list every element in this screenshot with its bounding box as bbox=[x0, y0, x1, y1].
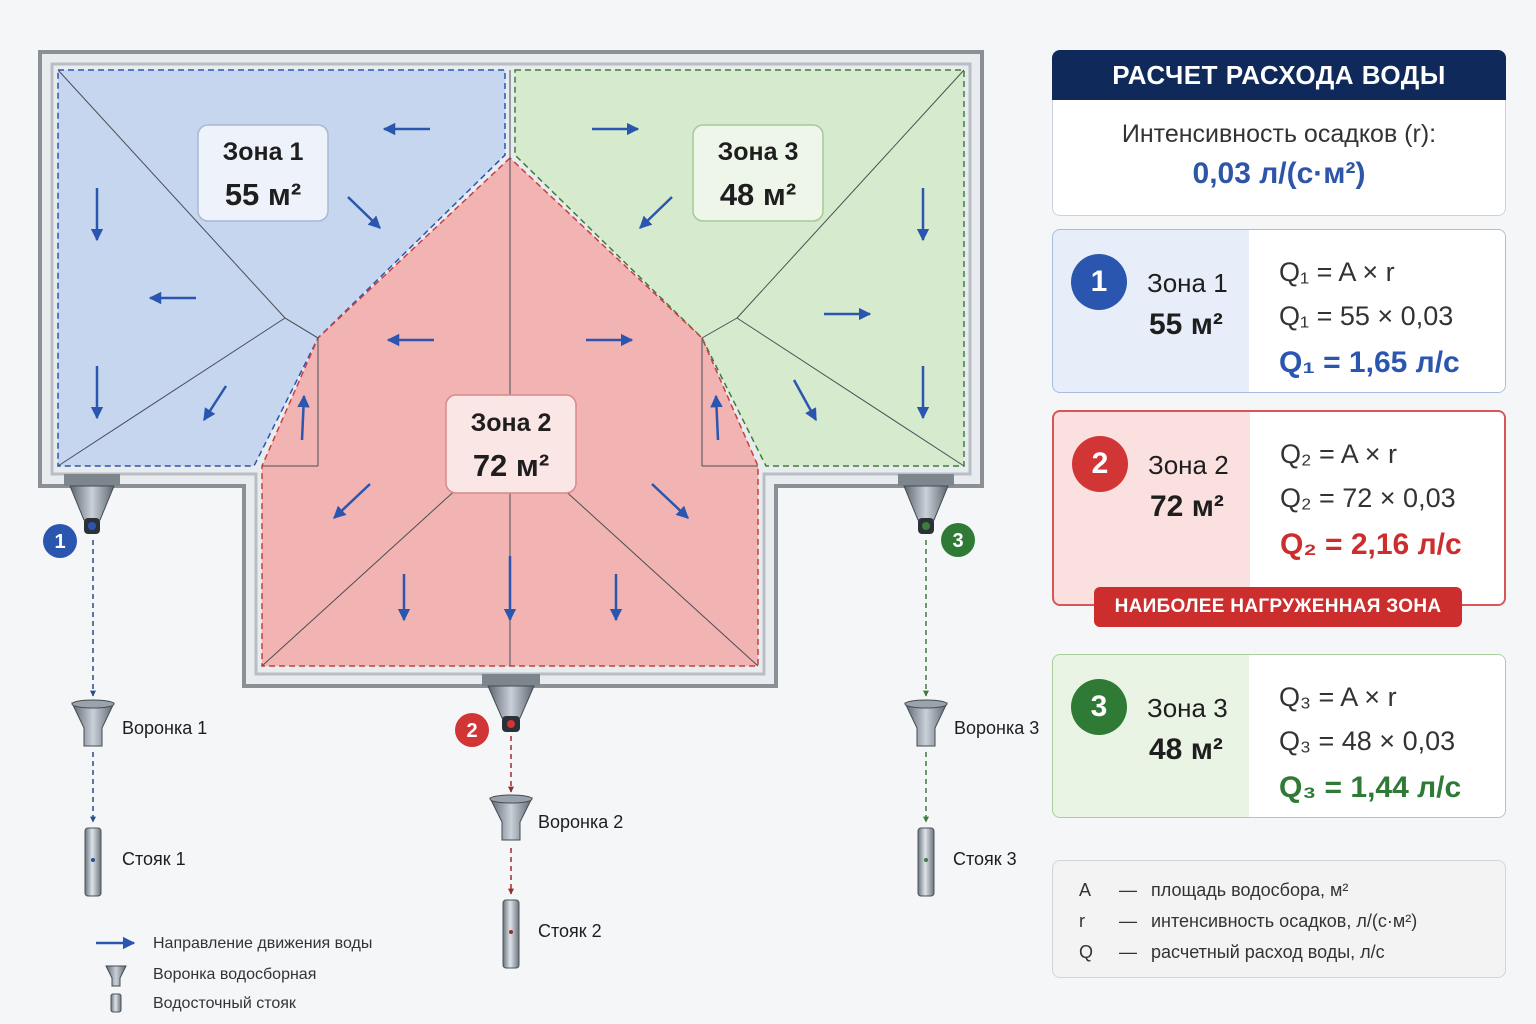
zone-1-formula: Q₁ = A × r bbox=[1279, 257, 1395, 287]
riser-2 bbox=[502, 899, 520, 969]
legend-riser-icon bbox=[110, 993, 122, 1013]
legend-dash: — bbox=[1119, 911, 1137, 931]
intensity-box: Интенсивность осадков (r): 0,03 л/(с·м²) bbox=[1052, 100, 1506, 216]
legend-symbol: A bbox=[1079, 880, 1092, 900]
flow-arrows-zone-1 bbox=[90, 122, 430, 422]
zone-3-card-label: Зона 3 bbox=[1147, 693, 1228, 723]
outlet-1 bbox=[64, 474, 120, 534]
zone-3-card-area: 48 м² bbox=[1149, 733, 1223, 766]
zone-2-substitution: Q₂ = 72 × 0,03 bbox=[1280, 483, 1456, 513]
legend-text: площадь водосбора, м² bbox=[1151, 880, 1349, 900]
legend-symbol: Q bbox=[1079, 942, 1094, 962]
legend-arrow-label: Направление движения воды bbox=[153, 935, 372, 952]
zone-1-card-label: Зона 1 bbox=[1147, 268, 1228, 298]
zone-1-card-area: 55 м² bbox=[1149, 308, 1223, 341]
riser-2-label: Стояк 2 bbox=[538, 921, 602, 941]
flow-arrows-zone-3 bbox=[592, 122, 930, 422]
intensity-value: 0,03 л/(с·м²) bbox=[1192, 157, 1366, 190]
zone-1-label-box: Зона 1 55 м² bbox=[197, 124, 329, 222]
svg-text:3: 3 bbox=[952, 530, 963, 552]
zone-1-result: Q₁ = 1,65 л/с bbox=[1279, 346, 1460, 379]
zone-2-label: Зона 2 bbox=[471, 409, 552, 437]
zone-1-area: 55 м² bbox=[225, 177, 301, 212]
legend-dash: — bbox=[1119, 942, 1137, 962]
zone-2-number-badge: 2 bbox=[1072, 436, 1128, 492]
zone-3-number-badge: 3 bbox=[1071, 679, 1127, 735]
legend-text: расчетный расход воды, л/с bbox=[1151, 942, 1385, 962]
zone-1-card: 1 Зона 1 55 м² Q₁ = A × r Q₁ = 55 × 0,03… bbox=[1052, 229, 1506, 393]
funnel-2 bbox=[489, 794, 533, 841]
zone-3-substitution: Q₃ = 48 × 0,03 bbox=[1279, 726, 1456, 756]
riser-3-label: Стояк 3 bbox=[953, 849, 1017, 869]
funnel-2-label: Воронка 2 bbox=[538, 812, 623, 832]
variables-legend: A — площадь водосбора, м² r — интенсивно… bbox=[1052, 860, 1506, 978]
zone-3-label: Зона 3 bbox=[718, 138, 799, 166]
legend-funnel-icon bbox=[105, 965, 127, 987]
zone-3-area bbox=[514, 69, 965, 467]
drain-lines bbox=[90, 540, 929, 895]
legend-row-flow: Q — расчетный расход воды, л/с bbox=[1079, 937, 1505, 968]
zone-3-result: Q₃ = 1,44 л/с bbox=[1279, 771, 1462, 804]
panel-title: РАСЧЕТ РАСХОДА ВОДЫ bbox=[1052, 50, 1506, 100]
legend-row-area: A — площадь водосбора, м² bbox=[1079, 875, 1505, 906]
zone-1-substitution: Q₁ = 55 × 0,03 bbox=[1279, 301, 1454, 331]
zone-2-card-area: 72 м² bbox=[1150, 490, 1224, 523]
zone-1-number-badge: 1 bbox=[1071, 254, 1127, 310]
roof-drainage-diagram: Зона 1 55 м² Зона 3 48 м² Зона 2 72 м² 1… bbox=[38, 50, 1039, 1013]
intensity-label: Интенсивность осадков (r): bbox=[1121, 120, 1437, 148]
riser-1 bbox=[84, 827, 102, 897]
zone-3-card: 3 Зона 3 48 м² Q₃ = A × r Q₃ = 48 × 0,03… bbox=[1052, 654, 1506, 818]
flow-arrows-zone-2 bbox=[297, 333, 723, 622]
zone-3-formula: Q₃ = A × r bbox=[1279, 682, 1397, 712]
funnel-1-label: Воронка 1 bbox=[122, 718, 207, 738]
zone-2-card-label: Зона 2 bbox=[1148, 450, 1229, 480]
legend-row-intensity: r — интенсивность осадков, л/(с·м²) bbox=[1079, 906, 1505, 937]
zone-2-label-box: Зона 2 72 м² bbox=[445, 394, 577, 494]
legend-text: интенсивность осадков, л/(с·м²) bbox=[1151, 911, 1418, 931]
funnel-3-label: Воронка 3 bbox=[954, 718, 1039, 738]
outlet-3 bbox=[898, 474, 954, 534]
outlet-2 bbox=[482, 674, 540, 732]
svg-text:1: 1 bbox=[54, 531, 65, 553]
zone-2-area: 72 м² bbox=[473, 448, 549, 483]
diagram-legend: Направление движения воды Воронка водосб… bbox=[96, 935, 372, 1013]
zone-3-area: 48 м² bbox=[720, 177, 796, 212]
zone-3-label-box: Зона 3 48 м² bbox=[692, 124, 824, 222]
riser-3 bbox=[917, 827, 935, 897]
drain-number-1: 1 bbox=[43, 524, 77, 558]
legend-symbol: r bbox=[1079, 911, 1085, 931]
legend-funnel-label: Воронка водосборная bbox=[153, 966, 316, 983]
drain-number-3: 3 bbox=[941, 523, 975, 557]
most-loaded-zone-badge: НАИБОЛЕЕ НАГРУЖЕННАЯ ЗОНА bbox=[1094, 587, 1462, 627]
zone-2-result: Q₂ = 2,16 л/с bbox=[1280, 528, 1462, 561]
svg-text:2: 2 bbox=[466, 720, 477, 742]
zone-2-card: 2 Зона 2 72 м² Q₂ = A × r Q₂ = 72 × 0,03… bbox=[1052, 410, 1506, 606]
funnel-1 bbox=[71, 699, 115, 747]
zone-2-formula: Q₂ = A × r bbox=[1280, 439, 1398, 469]
legend-dash: — bbox=[1119, 880, 1137, 900]
zone-1-label: Зона 1 bbox=[223, 138, 304, 166]
drain-number-2: 2 bbox=[455, 713, 489, 747]
legend-riser-label: Водосточный стояк bbox=[153, 995, 297, 1012]
funnel-3 bbox=[904, 699, 948, 747]
riser-1-label: Стояк 1 bbox=[122, 849, 186, 869]
